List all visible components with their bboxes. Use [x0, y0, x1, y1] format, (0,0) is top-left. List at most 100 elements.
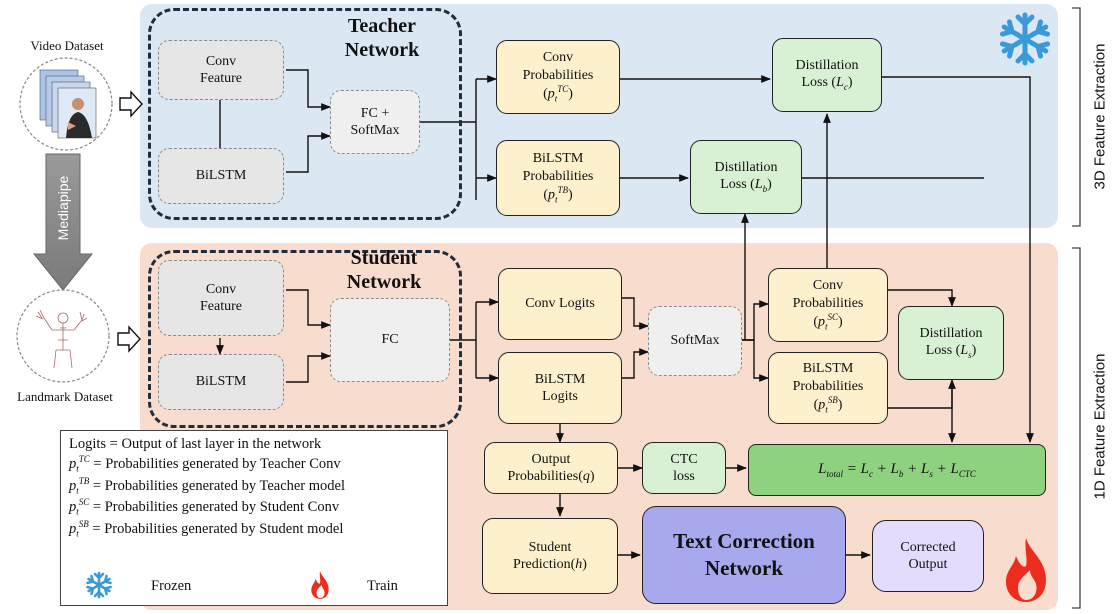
legend-sb: ptSB = Probabilities generated by Studen…: [69, 518, 344, 539]
dist-s-loss: Loss: [925, 343, 953, 359]
video-dataset-label: Video Dataset: [30, 38, 104, 53]
prediction-l2-row: Prediction(h): [513, 557, 587, 572]
legend-flame-icon: [307, 569, 333, 601]
teacher-conv-prob-sup: TC: [557, 84, 569, 95]
legend-logits: Logits = Output of last layer in the net…: [69, 436, 322, 452]
landmark-dataset-label: Landmark Dataset: [17, 389, 113, 404]
student-fc-label: FC: [381, 332, 399, 348]
teacher-bilstm: BiLSTM: [158, 148, 284, 204]
teacher-bilstm-probabilities: BiLSTM Probabilities (ptTB): [496, 140, 620, 216]
teacher-bilstm-prob-sup: TB: [557, 185, 569, 196]
ctc-l1: CTC: [670, 451, 698, 467]
legend-tc-text: = Probabilities generated by Teacher Con…: [93, 455, 341, 472]
teacher-conv-feature-l2: Feature: [200, 71, 242, 86]
output-probabilities: Output Probabilities(q): [484, 442, 618, 494]
flame-icon: [996, 536, 1056, 604]
legend-sb-text: = Probabilities generated by Student mod…: [92, 520, 344, 537]
total-loss: Ltotal = Lc + Lb + Ls + LCTC: [748, 444, 1046, 496]
landmark-skeleton-icon: [30, 300, 96, 376]
student-bilstm-prob-l1: BiLSTM: [802, 361, 854, 377]
student-bilstm-probabilities: BiLSTM Probabilities (ptSB): [768, 352, 888, 424]
output-prob-l2: Probabilities(: [507, 469, 583, 484]
legend-tc: ptTC = Probabilities generated by Teache…: [69, 454, 341, 474]
teacher-bilstm-prob-l2: Probabilities: [522, 168, 594, 184]
teacher-title-line1: Teacher: [347, 15, 417, 37]
student-bilstm-prob-symbol: (ptSB): [813, 395, 843, 415]
distillation-loss-c: Distillation Loss (Lc): [772, 38, 882, 112]
teacher-conv-prob-symbol: (ptTC): [543, 84, 573, 104]
legend-train-label: Train: [367, 578, 398, 594]
legend-tb-sup: TB: [78, 475, 90, 486]
teacher-fc-softmax: FC + SoftMax: [330, 90, 420, 154]
text-correction-l1: Text Correction: [673, 528, 815, 553]
student-bilstm: BiLSTM: [158, 354, 284, 410]
student-softmax: SoftMax: [648, 306, 742, 376]
dist-s-l1: Distillation: [919, 325, 983, 341]
teacher-network-group: [148, 8, 462, 220]
teacher-conv-probabilities: Conv Probabilities (ptTC): [496, 40, 620, 114]
dist-c-loss: Loss: [801, 75, 828, 91]
prediction-var: h: [575, 557, 583, 572]
output-prob-var: q: [582, 469, 590, 484]
student-fc: FC: [330, 298, 450, 382]
teacher-conv-prob-l1: Conv: [542, 50, 574, 66]
legend-frozen-label: Frozen: [151, 578, 192, 594]
prediction-l2: Prediction(: [513, 557, 576, 572]
legend-snowflake-icon: [85, 571, 113, 599]
legend: Logits = Output of last layer in the net…: [60, 430, 448, 606]
output-prob-l1: Output: [531, 451, 571, 467]
legend-tb-text: = Probabilities generated by Teacher mod…: [92, 477, 346, 494]
text-correction-l2: Network: [704, 556, 784, 580]
ctc-loss: CTC loss: [642, 442, 726, 494]
student-conv-prob-symbol: (ptSC): [813, 312, 843, 332]
dist-b-l1: Distillation: [714, 159, 778, 175]
distillation-loss-b: Distillation Loss (Lb): [690, 140, 802, 214]
legend-tb: ptTB = Probabilities generated by Teache…: [69, 475, 346, 496]
teacher-network-title: Teacher Network: [318, 14, 446, 62]
teacher-conv-feature-l1: Conv: [205, 53, 237, 69]
total-loss-formula: Ltotal = Lc + Lb + Ls + LCTC: [818, 460, 976, 479]
legend-tc-sup: TC: [78, 454, 90, 465]
student-conv-logits-label: Conv Logits: [525, 296, 595, 312]
student-bilstm-prob-sup: SB: [827, 395, 838, 406]
student-bilstm-prob-l2: Probabilities: [792, 378, 864, 394]
dist-c-l1: Distillation: [795, 57, 859, 73]
legend-sc-text: = Probabilities generated by Student Con…: [92, 499, 340, 516]
output-prob-l2-row: Probabilities(q): [507, 469, 595, 484]
student-conv-feature-l1: Conv: [205, 281, 237, 297]
video-frames-icon: [38, 68, 98, 140]
student-network-group: [148, 250, 462, 428]
distillation-loss-s: Distillation Loss (Ls): [898, 306, 1004, 380]
dist-b-l2: Loss (Lb): [720, 177, 772, 195]
student-softmax-label: SoftMax: [670, 333, 720, 349]
teacher-title-line2: Network: [344, 39, 420, 61]
prediction-l1: Student: [528, 539, 572, 555]
dist-c-sub: c: [843, 82, 848, 93]
corrected-l1: Corrected: [900, 539, 956, 555]
student-conv-feature-l2: Feature: [200, 299, 242, 314]
student-conv-probabilities: Conv Probabilities (ptSC): [768, 268, 888, 342]
ctc-l2: loss: [673, 469, 695, 484]
teacher-bilstm-prob-symbol: (ptTB): [543, 185, 573, 205]
dist-s-l2: Loss (Ls): [925, 343, 977, 361]
student-bilstm-label: BiLSTM: [195, 374, 247, 390]
teacher-bilstm-prob-l1: BiLSTM: [532, 151, 584, 167]
student-network-title: Student Network: [322, 246, 446, 294]
teacher-fc-softmax-l1: FC +: [360, 105, 390, 121]
mediapipe-label: Mediapipe: [55, 175, 71, 241]
legend-sc-sup: SC: [78, 497, 90, 508]
legend-sc: ptSC = Probabilities generated by Studen…: [69, 497, 340, 518]
corrected-l2: Output: [908, 557, 948, 572]
dist-c-l2: Loss (Lc): [801, 75, 853, 93]
legend-sb-sup: SB: [78, 518, 89, 529]
student-conv-prob-l1: Conv: [812, 278, 844, 294]
teacher-conv-prob-l2: Probabilities: [522, 67, 594, 83]
teacher-bilstm-label: BiLSTM: [195, 168, 247, 184]
teacher-fc-softmax-l2: SoftMax: [350, 123, 400, 138]
dist-b-loss: Loss: [720, 177, 747, 193]
snowflake-icon: [996, 10, 1054, 68]
